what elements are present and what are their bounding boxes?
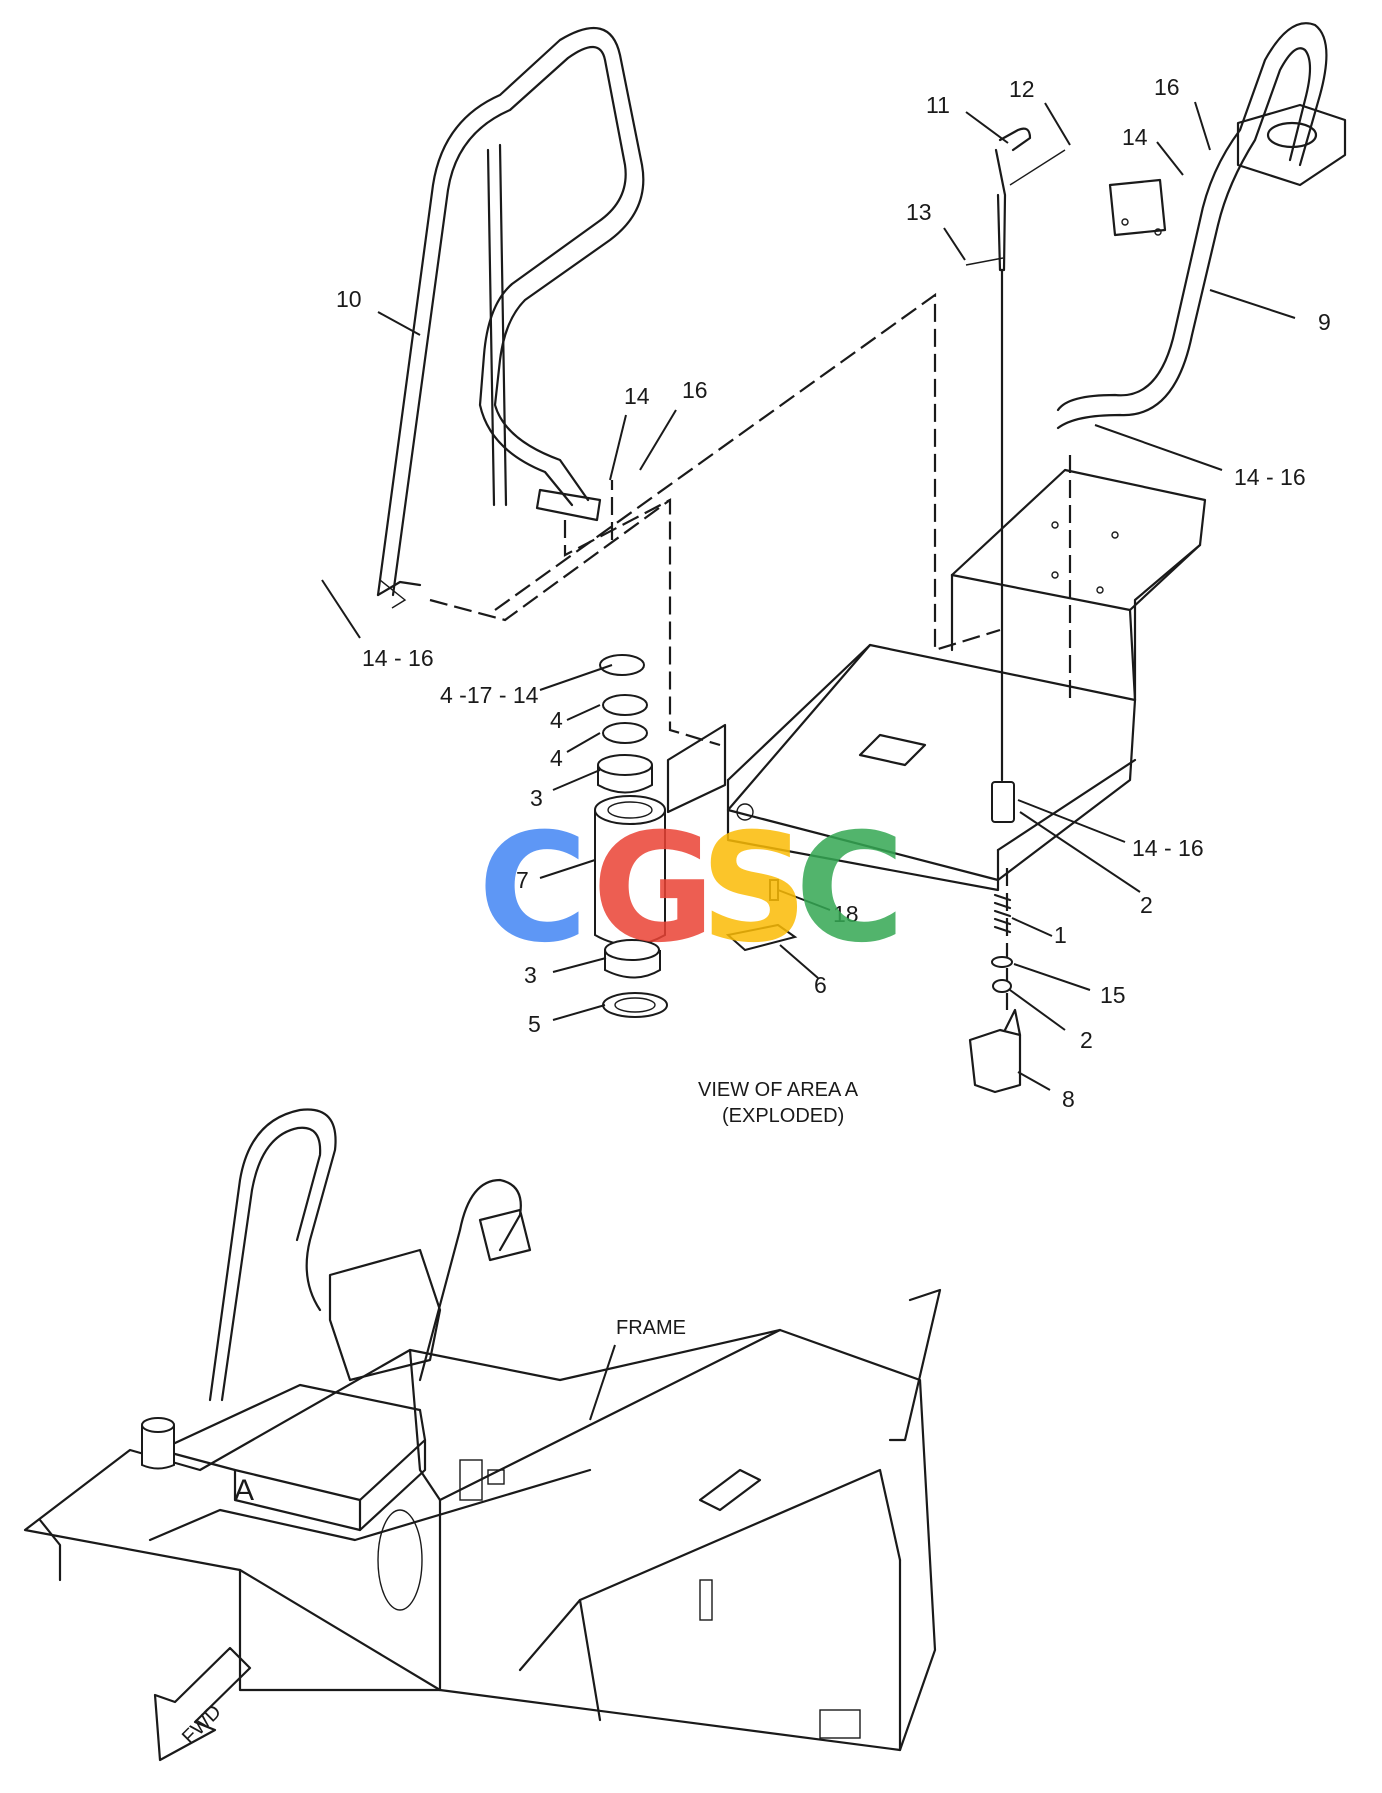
watermark-letter-4: C	[795, 802, 905, 976]
callout-14-16-left: 14 - 16	[362, 645, 434, 671]
callout-11: 11	[926, 92, 950, 118]
callout-18: 18	[833, 901, 859, 927]
callout-1: 1	[1054, 922, 1067, 948]
callout-15: 15	[1100, 982, 1126, 1008]
callout-4-17-14: 4 -17 - 14	[440, 682, 539, 708]
watermark-letter-3: S	[700, 802, 808, 976]
rod-parts-11-12-13	[965, 127, 1066, 823]
callout-4-a: 4	[550, 707, 563, 733]
callout-8: 8	[1062, 1086, 1075, 1112]
view-caption-line1: VIEW OF AREA A	[698, 1079, 859, 1101]
callout-4-b: 4	[550, 745, 563, 771]
frame-overview	[23, 1288, 942, 1752]
forward-arrow-icon	[153, 1646, 252, 1762]
handrail-part-9	[1056, 22, 1347, 430]
dashed-alignment-lines	[429, 292, 1072, 1010]
callout-16-mid: 16	[682, 377, 708, 403]
callout-10: 10	[336, 286, 362, 312]
watermark-letter-2: G	[592, 802, 715, 976]
callout-14-16-right: 14 - 16	[1234, 464, 1306, 490]
callout-labels: 10 11 12 13 16 14 9 14 16 14 - 16 14 - 1…	[178, 74, 1331, 1749]
callout-14-16-lower: 14 - 16	[1132, 835, 1204, 861]
watermark-letter-1: C	[478, 802, 588, 976]
callout-3-top: 3	[530, 785, 543, 811]
lower-small-parts	[725, 879, 1022, 1094]
callout-14-mid: 14	[624, 383, 650, 409]
overview-seat-assembly	[141, 1108, 532, 1532]
callout-13: 13	[906, 199, 932, 225]
callout-7: 7	[516, 867, 529, 893]
handrail-part-10	[376, 26, 645, 609]
callout-2-lower: 2	[1080, 1027, 1093, 1053]
callout-6: 6	[814, 972, 827, 998]
fwd-label: FWD	[178, 1701, 226, 1749]
callout-12: 12	[1009, 76, 1035, 102]
mount-stack-parts	[594, 654, 668, 1018]
callout-2-upper: 2	[1140, 892, 1153, 918]
callout-9: 9	[1318, 309, 1331, 335]
area-a-label: A	[234, 1474, 254, 1507]
leader-lines	[321, 101, 1296, 1421]
frame-label: FRAME	[616, 1317, 686, 1339]
callout-16-top: 16	[1154, 74, 1180, 100]
callout-3-bottom: 3	[524, 962, 537, 988]
callout-5: 5	[528, 1011, 541, 1037]
seat-base-box	[666, 468, 1207, 892]
callout-14-top: 14	[1122, 124, 1148, 150]
view-caption-line2: (EXPLODED)	[722, 1105, 844, 1127]
cgsc-watermark: C G S C	[478, 802, 905, 976]
